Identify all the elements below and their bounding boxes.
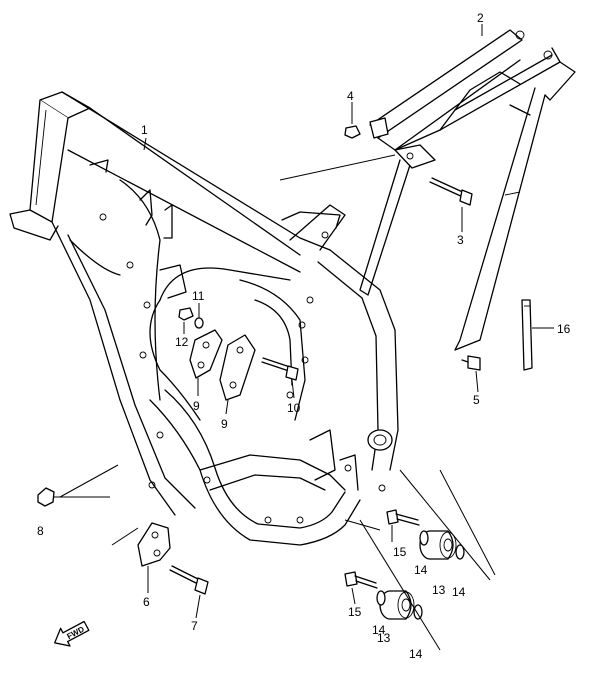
callout-14b: 14 [452,585,466,599]
bolt-3 [429,177,473,206]
callout-8: 8 [37,524,44,538]
nut-4 [344,125,361,139]
callout-13b: 13 [377,631,391,645]
callout-2: 2 [477,11,484,25]
clamp-16 [521,299,533,371]
callout-13a: 13 [432,583,446,597]
washer-14-c [376,590,386,606]
callout-9b: 9 [221,417,228,431]
callout-14c: 14 [372,623,386,637]
callout-7: 7 [191,619,198,633]
callout-10: 10 [287,401,301,415]
callout-15a: 15 [393,545,407,559]
bolt-7 [169,565,209,595]
callout-9a: 9 [193,399,200,413]
spacer-13-upper [419,530,457,560]
bolt-15-upper [386,509,420,526]
callout-6: 6 [143,595,150,609]
callout-15b: 15 [348,605,362,619]
callout-14d: 14 [409,647,423,661]
callout-16: 16 [557,322,571,336]
callout-12: 12 [175,335,189,349]
bracket-6 [137,522,171,567]
washer-11 [194,317,204,329]
callouts: 1 2 3 4 5 6 7 8 9 9 10 11 12 13 13 14 14… [37,11,571,661]
bolt-5 [461,355,481,371]
nut-8 [37,487,55,507]
callout-3: 3 [457,233,464,247]
leader-lines [54,24,554,651]
washer-14-b [455,544,465,560]
engine-mount-plate-b [219,334,256,401]
main-frame [9,91,399,546]
engine-mount-plate-a [189,329,223,379]
rear-subframe [359,29,576,351]
fwd-arrow-icon: FWD [54,620,90,647]
callout-14a: 14 [414,563,428,577]
callout-5: 5 [473,393,480,407]
callout-11: 11 [192,289,205,303]
washer-14-a [419,530,429,546]
bolt-15-lower [344,571,378,589]
washer-14-d [413,604,423,620]
bolt-10 [261,357,299,381]
callout-1: 1 [141,123,148,137]
callout-4: 4 [347,89,354,103]
nut-12 [178,307,194,321]
